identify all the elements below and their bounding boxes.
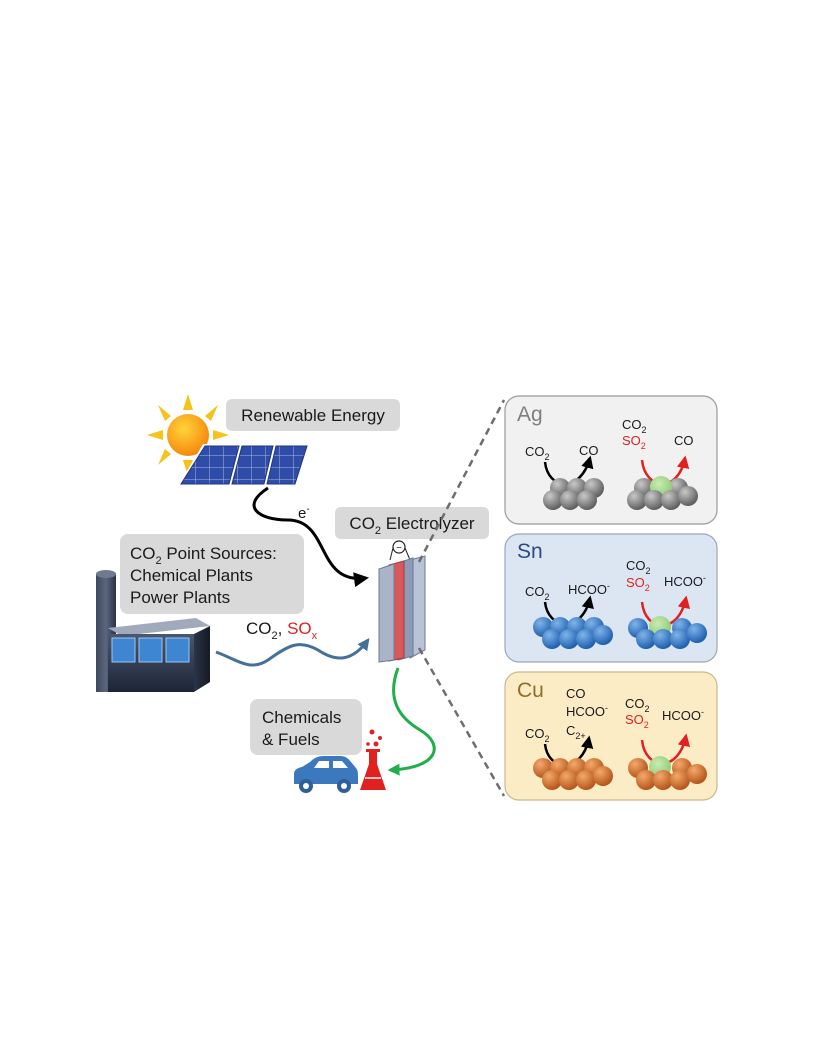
sn-left-surface [533, 617, 613, 649]
cu-left-reactant: CO2 [525, 726, 550, 744]
product-output-arrow [387, 667, 436, 776]
cu-left-product-3: C2+ [566, 723, 586, 741]
solar-panel-icon [178, 444, 309, 486]
cu-right-impurity: SO2 [625, 712, 649, 730]
svg-text:& Fuels: & Fuels [262, 730, 320, 749]
car-icon [294, 756, 358, 793]
svg-text:Chemical Plants: Chemical Plants [130, 566, 253, 585]
sn-title: Sn [517, 540, 543, 563]
sn-right-impurity: SO2 [626, 575, 650, 593]
flask-icon [360, 729, 386, 790]
sn-left-product: HCOO- [568, 581, 610, 597]
ag-left-surface [543, 478, 604, 510]
ag-right-reactant: CO2 [622, 417, 647, 435]
cu-catalyst-panel: Cu CO HCOO- C2+ CO2 CO2 SO2 HCOO- [504, 671, 718, 801]
zoom-line-top [417, 399, 506, 563]
sn-right-reactant: CO2 [626, 558, 651, 576]
electron-flow-arrow [252, 486, 369, 588]
factory-icon [96, 570, 210, 692]
ag-left-reactant: CO2 [525, 444, 550, 462]
chemicals-fuels-label: Chemicals & Fuels [250, 699, 362, 755]
sn-right-product: HCOO- [664, 573, 706, 589]
cu-left-product-1: CO [566, 686, 586, 701]
electron-label: e- [298, 504, 310, 522]
svg-text:Renewable Energy: Renewable Energy [241, 406, 385, 425]
cu-left-surface [533, 758, 613, 790]
ag-catalyst-panel: Ag CO2 CO CO2 SO2 CO [504, 395, 718, 525]
electrolyzer-label: CO2 Electrolyzer [335, 507, 489, 539]
svg-text:−: − [396, 543, 402, 554]
renewable-energy-label: Renewable Energy [226, 399, 400, 431]
svg-text:Chemicals: Chemicals [262, 708, 341, 727]
flue-gas-arrow [215, 638, 370, 667]
sn-catalyst-panel: Sn CO2 HCOO- CO2 SO2 HCOO- [504, 533, 718, 663]
svg-text:CO2 Point Sources:: CO2 Point Sources: [130, 544, 277, 567]
cu-right-reactant: CO2 [625, 696, 650, 714]
ag-right-product: CO [674, 433, 694, 448]
flue-gas-label: CO2, SOx [246, 619, 318, 642]
ag-title: Ag [517, 403, 543, 426]
cu-right-product: HCOO- [662, 707, 704, 723]
svg-text:Power Plants: Power Plants [130, 588, 230, 607]
cu-title: Cu [517, 679, 544, 702]
cu-right-surface [628, 756, 707, 790]
ag-right-surface [627, 476, 698, 510]
ag-left-product: CO [579, 443, 599, 458]
ag-right-impurity: SO2 [622, 433, 646, 451]
sn-left-reactant: CO2 [525, 584, 550, 602]
zoom-line-bottom [417, 647, 506, 797]
electrolyzer-cell-icon: − [378, 540, 426, 663]
svg-text:CO2 Electrolyzer: CO2 Electrolyzer [349, 514, 474, 537]
sun-icon [147, 394, 229, 476]
cu-left-product-2: HCOO- [566, 703, 608, 719]
sn-right-surface [628, 616, 707, 649]
point-sources-label: CO2 Point Sources: Chemical Plants Power… [120, 534, 304, 614]
